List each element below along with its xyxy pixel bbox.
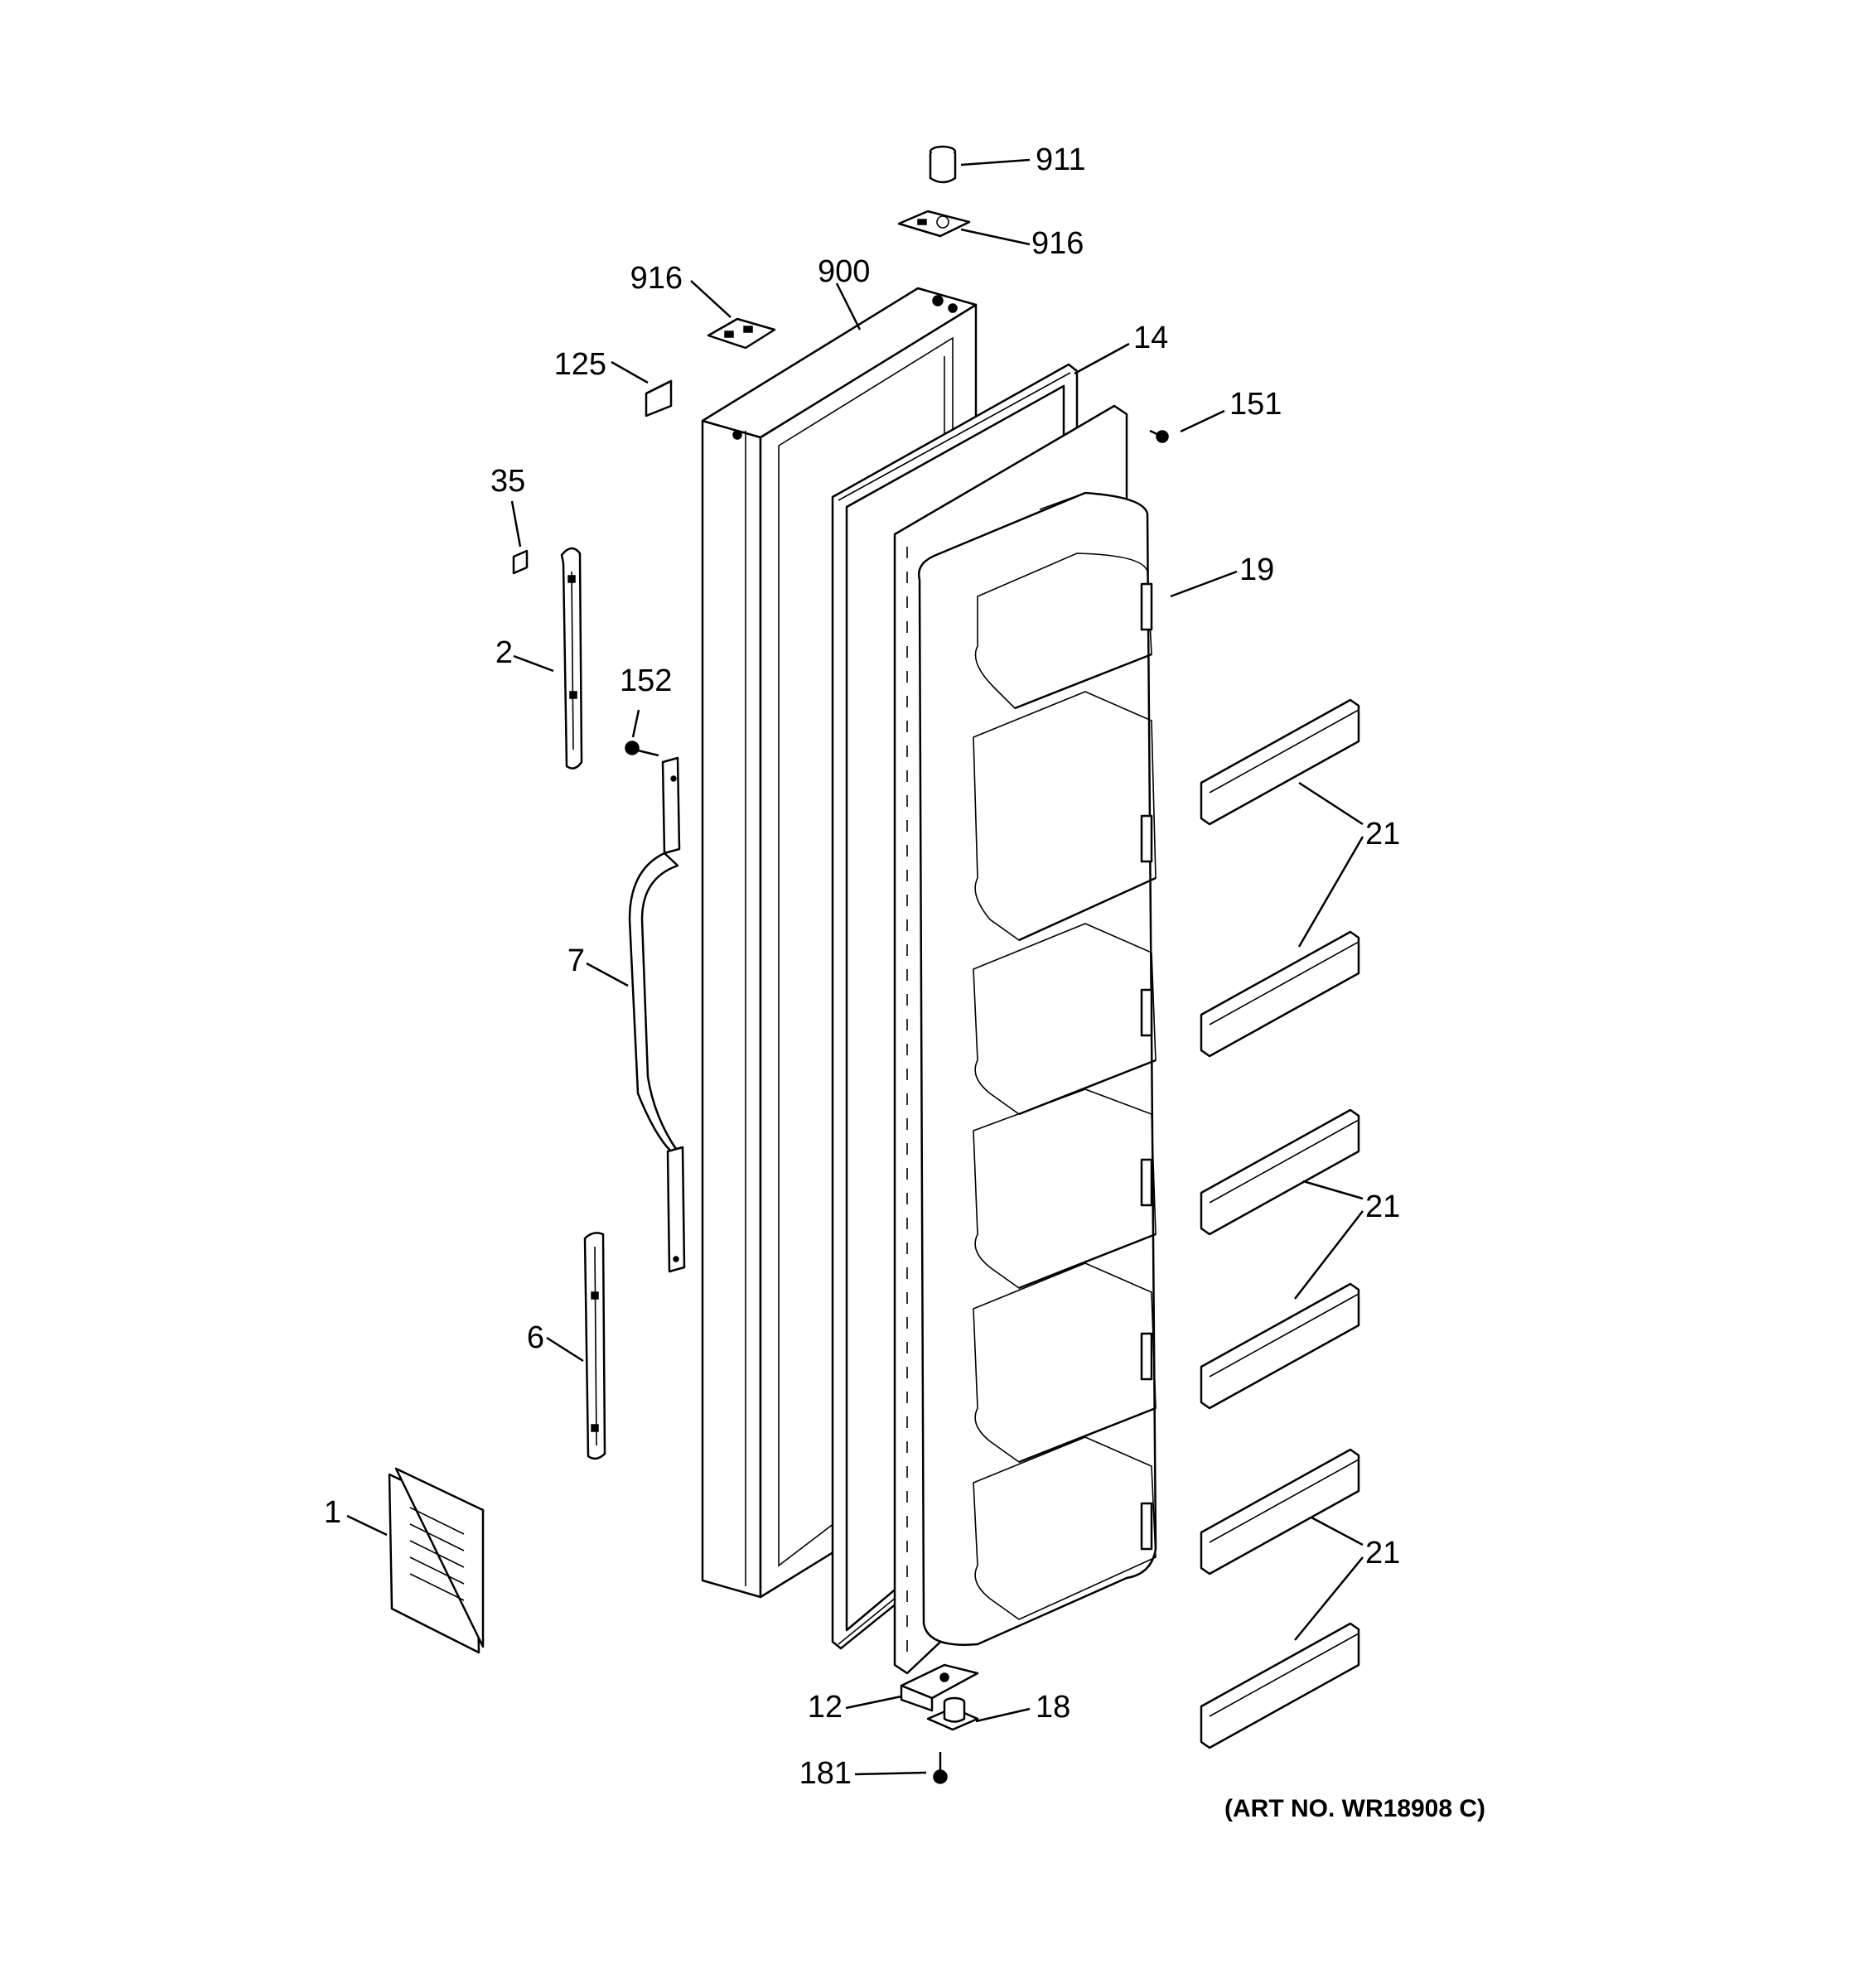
trim-6	[583, 1232, 606, 1460]
small-cap-35	[512, 549, 529, 575]
callout-21-a: 21	[1365, 817, 1400, 852]
cap-125	[645, 379, 673, 417]
shelf-bars-21	[1200, 698, 1360, 1749]
callout-21-b: 21	[1365, 1189, 1400, 1224]
callout-6: 6	[527, 1320, 544, 1355]
door-liner	[893, 404, 1157, 1675]
trim-2	[560, 547, 583, 770]
screw-151	[1149, 429, 1169, 443]
screw-152	[625, 741, 659, 757]
callout-916-right: 916	[1031, 226, 1084, 261]
top-bushing-911	[929, 145, 957, 184]
bottom-hinge-12	[900, 1663, 979, 1712]
callout-151: 151	[1229, 387, 1282, 422]
callout-125: 125	[554, 347, 606, 382]
callout-900: 900	[818, 254, 870, 289]
callout-21-c: 21	[1365, 1536, 1400, 1571]
callout-12: 12	[808, 1690, 843, 1725]
bearing-18	[926, 1696, 979, 1731]
callout-14: 14	[1133, 321, 1168, 355]
callout-19: 19	[1239, 552, 1274, 587]
callout-1: 1	[324, 1495, 341, 1530]
screw-181	[933, 1752, 948, 1784]
hinge-shim-916-left	[707, 317, 776, 350]
callout-916-left: 916	[630, 261, 683, 296]
callout-181: 181	[799, 1756, 852, 1791]
callout-152: 152	[620, 663, 672, 698]
art-number: (ART NO. WR18908 C)	[1224, 1795, 1485, 1822]
callout-18: 18	[1036, 1690, 1070, 1725]
hinge-shim-916-right	[897, 210, 971, 238]
handle-7	[628, 756, 686, 1273]
literature-1	[388, 1467, 485, 1654]
callout-7: 7	[567, 943, 585, 978]
leader-lines	[346, 158, 1364, 1776]
callout-labels: 911 916 916 900 14 125 151 35 19 2 152 2…	[324, 142, 1400, 1791]
callout-35: 35	[490, 464, 525, 499]
callout-2: 2	[495, 635, 513, 670]
callout-911: 911	[1036, 142, 1086, 177]
